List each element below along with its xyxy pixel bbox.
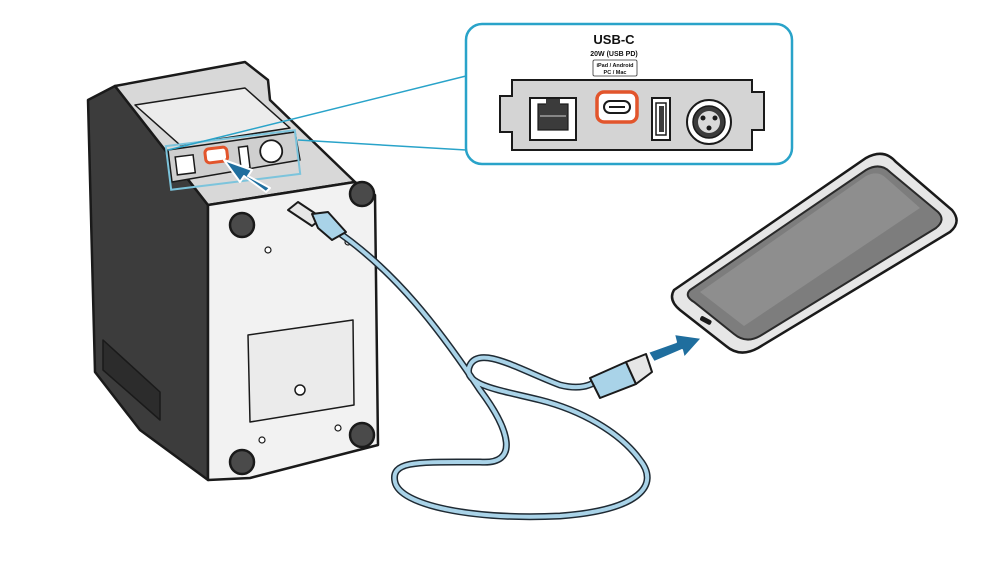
callout-devices-line2: PC / Mac — [604, 70, 627, 76]
connect-arrow-icon — [647, 333, 703, 363]
usb-c-cable — [328, 224, 651, 521]
printer-side-panel — [102, 339, 161, 421]
smartphone-icon — [670, 152, 958, 354]
printer-foot — [348, 180, 376, 208]
usb-a-port-icon — [651, 97, 671, 141]
printer-top-inner — [134, 87, 291, 146]
connect-arrow-icon — [223, 159, 271, 193]
phone-usb-port — [699, 316, 712, 325]
printer-foot — [348, 421, 376, 449]
printer-ports — [174, 139, 284, 176]
callout-title: USB-C — [593, 32, 635, 47]
usb-c-port-icon — [595, 90, 639, 124]
dc-power-port-icon — [259, 139, 284, 164]
printer-foot — [228, 211, 256, 239]
callout-devices-box — [592, 59, 638, 77]
printer-screw — [334, 424, 342, 432]
printer — [86, 60, 380, 482]
ethernet-port-icon — [529, 97, 577, 141]
ethernet-port-icon — [174, 153, 197, 176]
printer-screw — [294, 384, 306, 396]
port-callout: USB-C 20W (USB PD) iPad / Android PC / M… — [464, 22, 794, 166]
dc-power-port-icon — [686, 99, 732, 145]
printer-screw — [264, 246, 272, 254]
printer-foot — [228, 448, 256, 476]
printer-port-outline — [164, 129, 302, 191]
cable-wire — [328, 224, 651, 521]
phone-screen-glare — [700, 173, 920, 326]
printer-label-area — [247, 319, 355, 423]
usb-c-port-icon — [203, 145, 230, 165]
callout-power: 20W (USB PD) — [590, 51, 637, 58]
callout-leader-line — [297, 139, 467, 151]
cable-wire-fill — [330, 226, 650, 519]
callout-leader-line — [167, 75, 467, 151]
printer-side-plug — [287, 201, 347, 241]
printer-screw — [258, 436, 266, 444]
phone-side-plug — [589, 353, 653, 399]
callout-devices-line1: iPad / Android — [596, 63, 633, 69]
